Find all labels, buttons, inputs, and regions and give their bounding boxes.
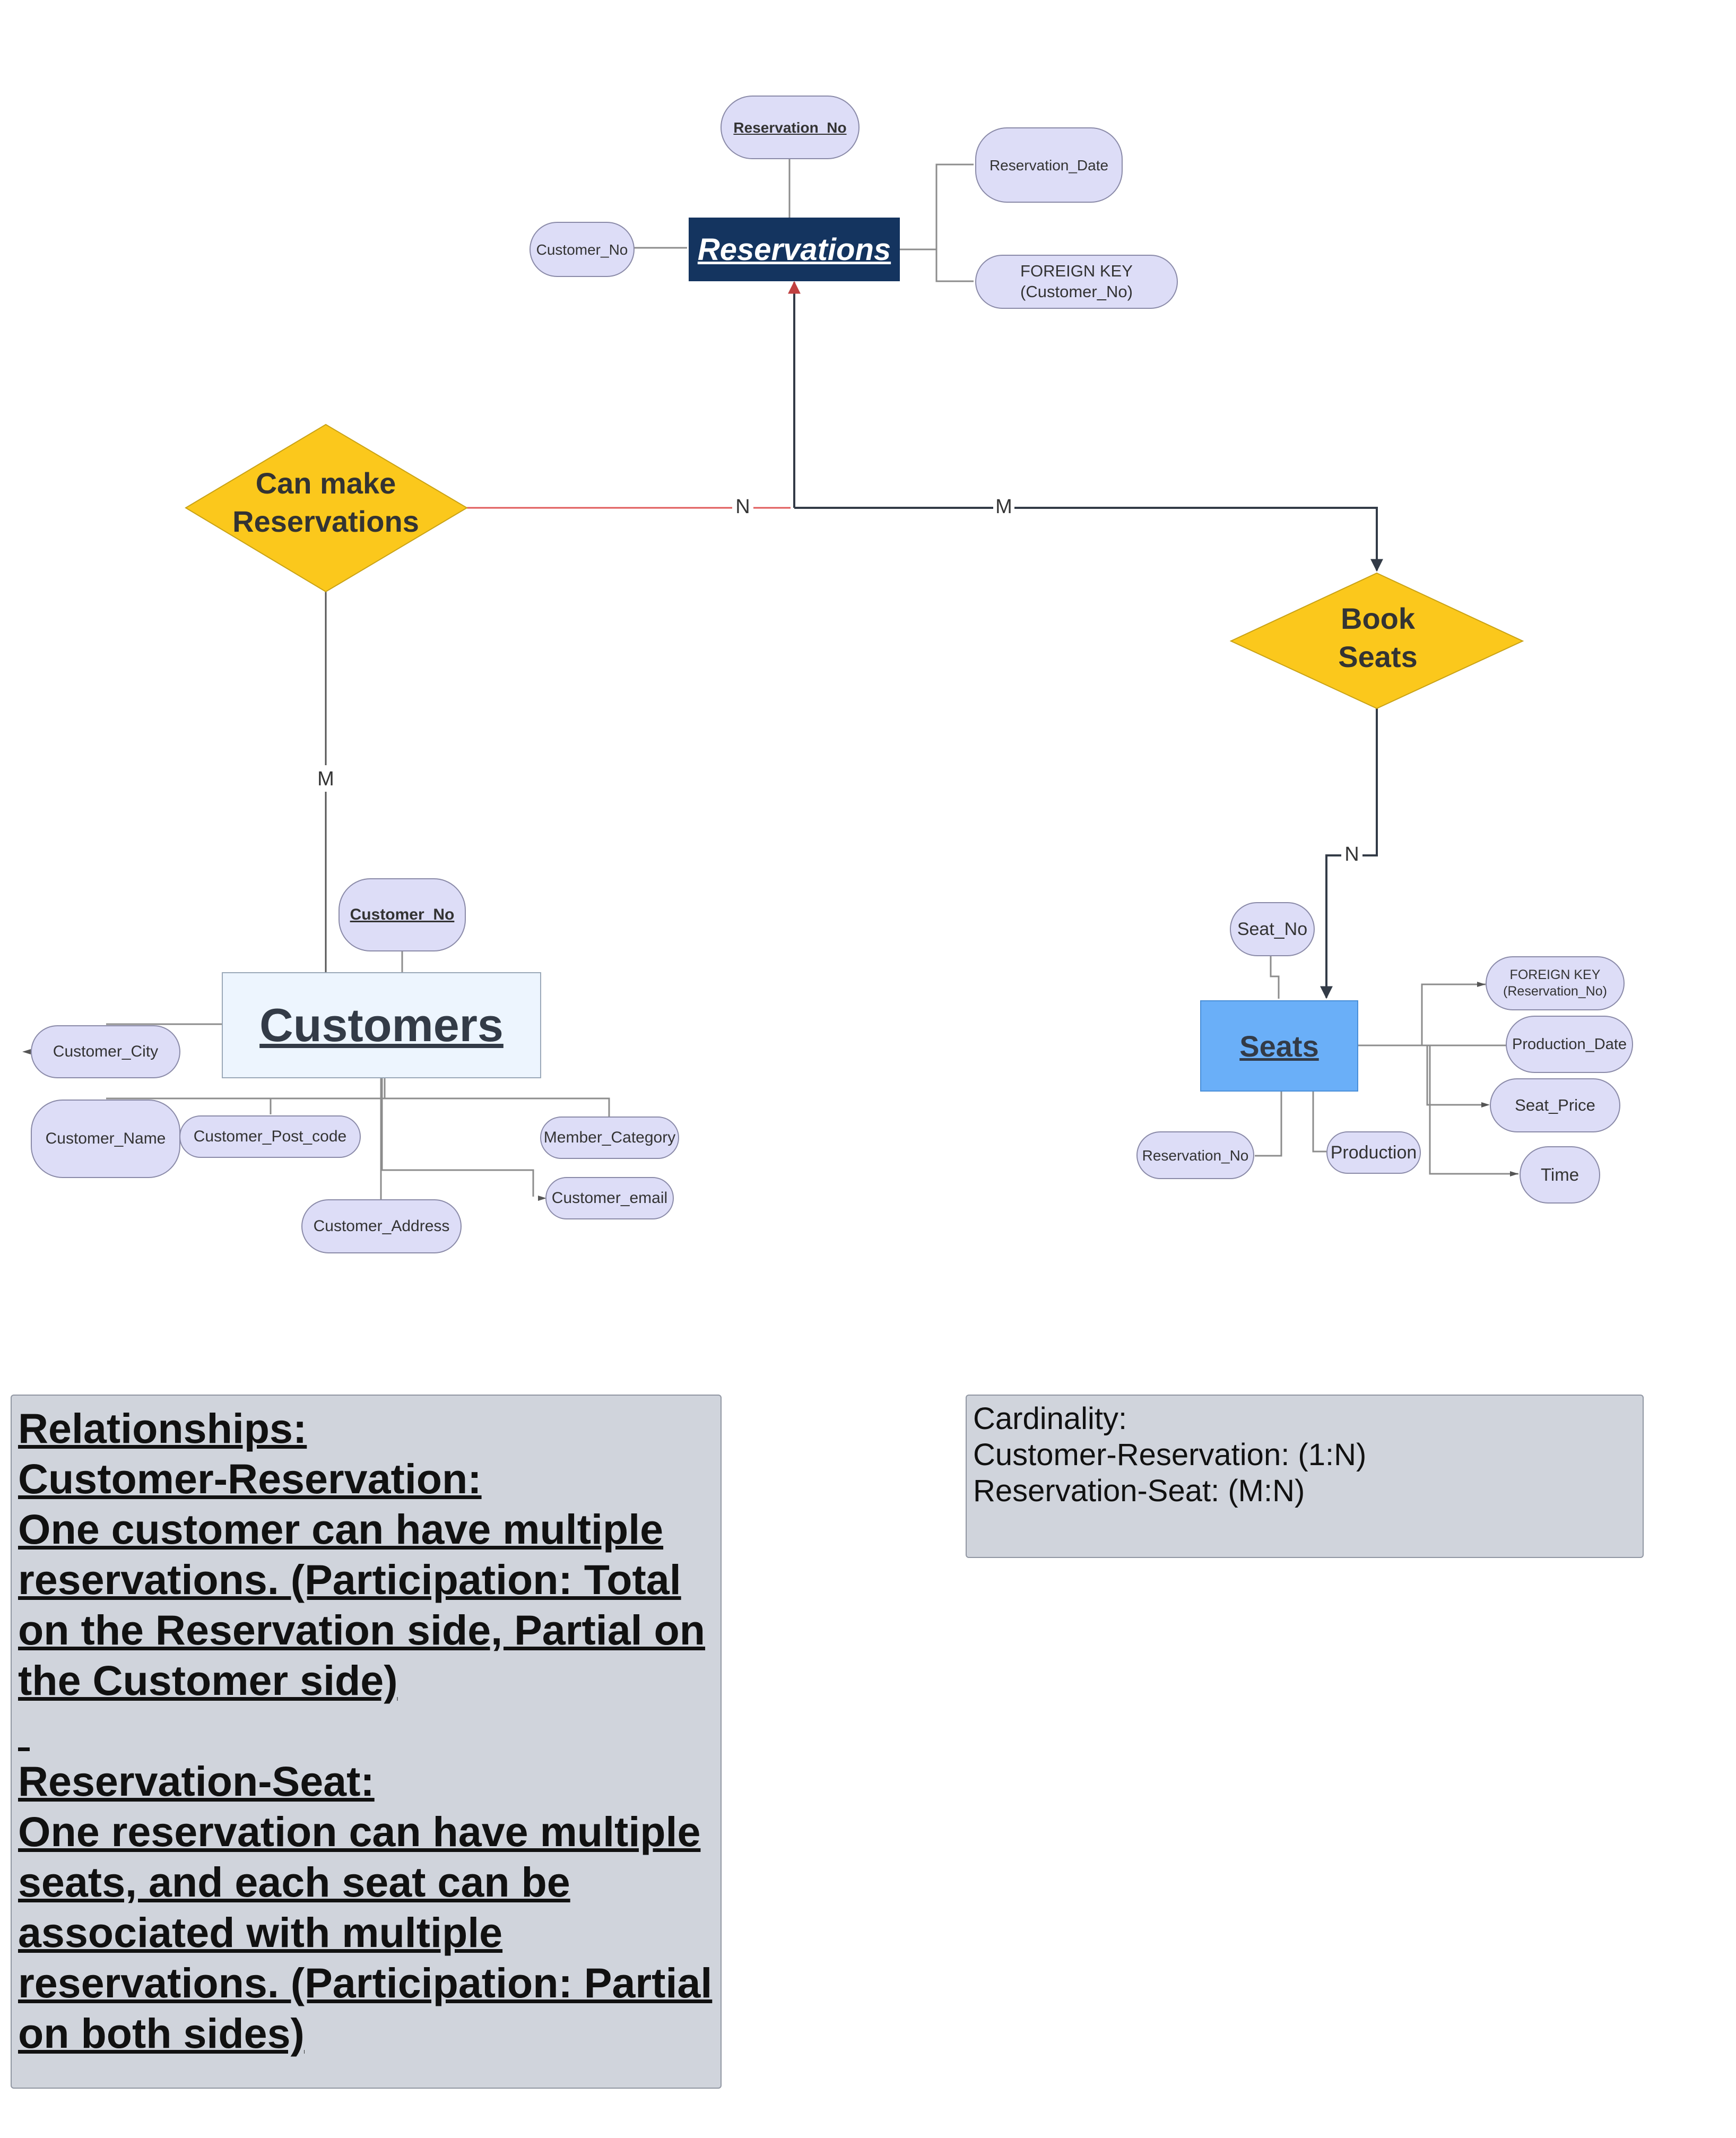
relationships-note-line: on the Reservation side, Partial on — [18, 1606, 706, 1654]
arrowhead-fk-seat — [1477, 982, 1486, 987]
arrowhead-seat-price — [1481, 1102, 1490, 1107]
entity-customers-label: Customers — [259, 999, 504, 1051]
cardinality-m-customers: M — [317, 768, 334, 790]
connector-seat-no — [1270, 955, 1280, 999]
attr-customer-name[interactable]: Customer_Name — [31, 1100, 180, 1178]
relationships-note-line — [18, 1706, 714, 1756]
cardinality-note-text: Cardinality:Customer-Reservation: (1:N)R… — [973, 1401, 1636, 1509]
attr-customer-no[interactable]: Customer_No — [338, 878, 466, 951]
attr-customer-address[interactable]: Customer_Address — [301, 1199, 462, 1253]
relationships-note-line: associated with multiple — [18, 1909, 503, 1956]
arrowhead-email — [538, 1196, 546, 1201]
can-make-diamond — [185, 423, 468, 593]
connector-production — [1312, 1090, 1326, 1153]
cardinality-n-seats: N — [1344, 843, 1359, 865]
attribute-connectors — [106, 159, 1518, 1199]
connector-customer-post-code — [270, 1077, 386, 1114]
book-seats-diamond — [1229, 572, 1524, 709]
connector-seat-fk — [1356, 983, 1486, 1046]
attr-seat-foreign-key[interactable]: FOREIGN KEY (Reservation_No) — [1486, 956, 1625, 1010]
connector-customer-email — [381, 1077, 534, 1197]
relationship-connectors — [325, 281, 1383, 999]
attr-seat-no[interactable]: Seat_No — [1230, 902, 1315, 956]
relationship-book-seats[interactable]: Book Seats — [1229, 572, 1524, 709]
cardinality-labels: N M M N — [315, 494, 1362, 868]
attr-seat-price[interactable]: Seat_Price — [1490, 1078, 1620, 1132]
connector-to-book-seats — [794, 507, 1383, 572]
attribute-arrowheads — [22, 982, 1518, 1201]
cardinality-note-line: Customer-Reservation: (1:N) — [973, 1438, 1367, 1472]
attr-production[interactable]: Production — [1326, 1131, 1421, 1174]
entity-seats[interactable]: Seats — [1200, 1000, 1358, 1092]
entity-reservations-label: Reservations — [697, 232, 891, 267]
connector-foreign-key-res — [935, 249, 974, 282]
relationships-note-line: reservations. (Participation: Total — [18, 1556, 681, 1603]
connector-seat-reservation-no — [1255, 1090, 1282, 1157]
attr-reservation-date[interactable]: Reservation_Date — [975, 127, 1123, 203]
relationships-note-line: seats, and each seat can be — [18, 1858, 570, 1906]
relationships-note-text: Relationships:Customer-Reservation:One c… — [18, 1403, 714, 2058]
attr-customer-email[interactable]: Customer_email — [545, 1177, 674, 1219]
book-seats-label-line1: Book — [1341, 602, 1416, 635]
relationships-note-line: Relationships: — [18, 1405, 307, 1452]
attr-production-date[interactable]: Production_Date — [1506, 1016, 1633, 1073]
relationships-note-line: One reservation can have multiple — [18, 1808, 701, 1855]
entity-seats-label: Seats — [1239, 1029, 1319, 1063]
attr-customer-city[interactable]: Customer_City — [31, 1025, 180, 1078]
cardinality-n-reservations: N — [735, 496, 750, 518]
attr-seat-reservation-no[interactable]: Reservation_No — [1136, 1131, 1254, 1179]
connector-reservation-date — [897, 163, 974, 250]
attr-res-customer-no[interactable]: Customer_No — [530, 222, 635, 277]
relationships-note-line: One customer can have multiple — [18, 1505, 664, 1553]
connector-seat-price — [1422, 1044, 1486, 1106]
can-make-label-line1: Can make — [256, 466, 396, 500]
connector-customer-name — [106, 1077, 386, 1100]
entity-customers[interactable]: Customers — [222, 972, 541, 1078]
attr-time[interactable]: Time — [1520, 1146, 1600, 1204]
book-seats-label-line2: Seats — [1338, 640, 1417, 673]
relationships-note: Relationships:Customer-Reservation:One c… — [11, 1395, 722, 2089]
attr-reservation-no[interactable]: Reservation_No — [721, 96, 860, 159]
attr-member-category[interactable]: Member_Category — [540, 1116, 679, 1159]
cardinality-note-line: Reservation-Seat: (M:N) — [973, 1474, 1305, 1508]
relationships-note-line: on both sides) — [18, 2010, 305, 2057]
cardinality-note: Cardinality:Customer-Reservation: (1:N)R… — [966, 1395, 1644, 1558]
attr-res-foreign-key[interactable]: FOREIGN KEY (Customer_No) — [975, 255, 1178, 309]
relationships-note-line: Reservation-Seat: — [18, 1758, 375, 1805]
cardinality-m-book: M — [995, 496, 1012, 518]
relationship-can-make[interactable]: Can make Reservations — [185, 423, 468, 593]
arrowhead-city — [22, 1049, 31, 1054]
connector-time — [1427, 1044, 1518, 1175]
entity-reservations[interactable]: Reservations — [689, 218, 900, 281]
relationships-note-line: Customer-Reservation: — [18, 1455, 482, 1502]
can-make-label-line2: Reservations — [232, 505, 419, 538]
relationships-note-line: the Customer side) — [18, 1657, 398, 1704]
relationships-note-line: reservations. (Participation: Partial — [18, 1959, 713, 2006]
cardinality-note-line: Cardinality: — [973, 1401, 1127, 1436]
arrowhead-time — [1510, 1171, 1518, 1176]
connector-member-category — [384, 1077, 610, 1117]
attr-customer-post-code[interactable]: Customer_Post_code — [179, 1115, 361, 1158]
